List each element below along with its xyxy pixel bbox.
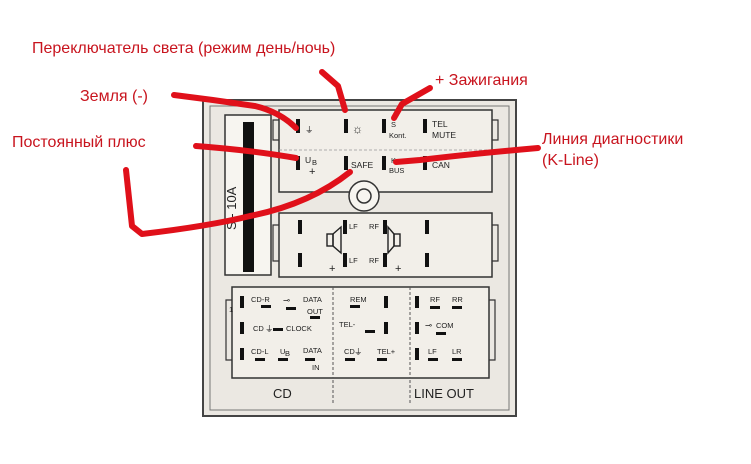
speaker-pin-8 (425, 253, 429, 267)
annotation-strokes (123, 69, 541, 237)
rf-label: RF (430, 295, 440, 304)
lf-top-label: LF (349, 222, 358, 231)
ground-icon: ⏚ (305, 125, 314, 135)
stroke-light-switch (319, 69, 348, 113)
lr-label: LR (452, 347, 462, 356)
pin-can (423, 156, 427, 170)
can-label: CAN (432, 160, 450, 170)
lf-bottom-label: LF (349, 256, 358, 265)
tel-label: TEL (432, 119, 448, 129)
cd-gnd2-label: CD (344, 347, 355, 356)
fuse-bar (243, 122, 254, 272)
speaker-right-icon (387, 225, 401, 255)
s-kont-label-2: Kont. (389, 131, 407, 140)
cdr-label: CD-R (251, 295, 270, 304)
label-ignition: + Зажигания (435, 72, 528, 89)
data-out-label-2: OUT (307, 307, 323, 316)
sun-icon: ☼ (352, 122, 363, 136)
clock-label: CLOCK (286, 324, 312, 333)
safe-label: SAFE (351, 160, 374, 170)
ground-icon-3: ⏚ (354, 347, 363, 357)
pin-tel-mute (423, 119, 427, 133)
pin-light (344, 119, 348, 133)
k-bus-label-2: BUS (389, 166, 404, 175)
cd-section-label: CD (273, 386, 292, 401)
label-ground: Земля (-) (80, 88, 148, 105)
pin-k-bus (382, 156, 386, 170)
speaker-plus-right: + (395, 263, 401, 275)
s-kont-label-1: S (391, 120, 396, 129)
stroke-ignition (391, 85, 433, 121)
rf-bottom-label: RF (369, 256, 379, 265)
speaker-pin-1 (298, 220, 302, 234)
switch-icon-1: ⊸ (283, 295, 291, 305)
tel-minus-label: TEL- (339, 320, 356, 329)
ub-label: U (305, 155, 311, 165)
label-diagnostics: Линия диагностики (542, 131, 684, 148)
speaker-pin-2 (298, 253, 302, 267)
ground-icon-2: ⏚ (265, 324, 274, 334)
ub2-sub-label: B (285, 349, 290, 358)
lower-pin-block (231, 286, 490, 379)
rr-label: RR (452, 295, 463, 304)
line-out-section-label: LINE OUT (414, 386, 474, 401)
pin-number-label: 1 (229, 305, 233, 314)
lf-label: LF (428, 347, 437, 356)
stroke-diagnostics (393, 145, 541, 165)
pin-ub (296, 156, 300, 170)
tel-plus-label: TEL+ (377, 347, 396, 356)
data-out-label-1: DATA (303, 295, 322, 304)
com-label: COM (436, 321, 454, 330)
stroke-constant-plus (193, 143, 299, 161)
ub2-label: U (280, 347, 285, 356)
speaker-pin-6 (383, 253, 387, 267)
cdl-label: CD-L (251, 347, 269, 356)
speaker-pin-5 (383, 220, 387, 234)
ub-plus-label: + (309, 166, 315, 178)
pin-s-kont (382, 119, 386, 133)
speaker-pin-4 (343, 253, 347, 267)
mute-label: MUTE (432, 130, 456, 140)
center-screw (348, 180, 380, 212)
label-light-switch: Переключатель света (режим день/ночь) (32, 40, 336, 57)
speaker-pin-7 (425, 220, 429, 234)
pin-safe (344, 156, 348, 170)
speaker-left-icon (326, 225, 342, 255)
ub-sub-label: B (312, 158, 317, 167)
cd-gnd-label: CD (253, 324, 264, 333)
speaker-pin-3 (343, 220, 347, 234)
switch-icon-2: ⊸ (425, 320, 433, 330)
rem-label: REM (350, 295, 367, 304)
data-in-label-2: IN (312, 363, 320, 372)
data-in-label-1: DATA (303, 346, 322, 355)
stroke-ground (171, 92, 299, 131)
rf-top-label: RF (369, 222, 379, 231)
stroke-safe (123, 167, 353, 237)
label-k-line: (K-Line) (542, 152, 599, 169)
label-constant-plus: Постоянный плюс (12, 134, 146, 151)
speaker-plus-left: + (329, 263, 335, 275)
